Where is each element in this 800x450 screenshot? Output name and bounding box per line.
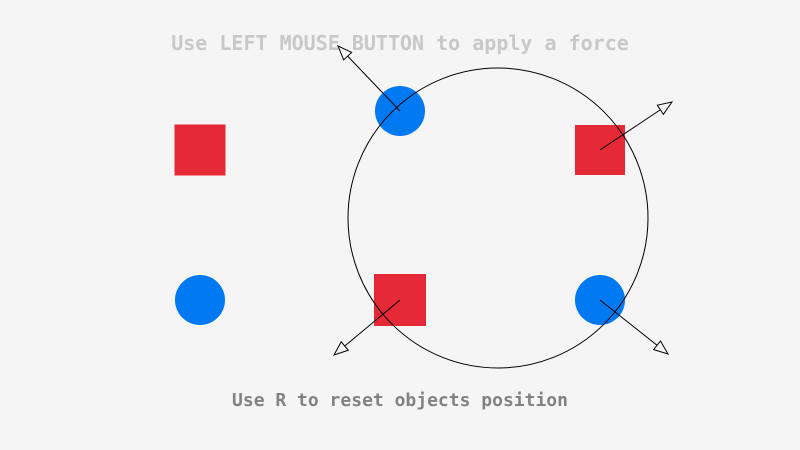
force-arrow-bottom-right-circle <box>599 299 658 346</box>
force-arrow-top-right-square-head <box>656 101 674 116</box>
red-square-top-left[interactable] <box>174 124 226 176</box>
instruction-apply-force: Use LEFT MOUSE BUTTON to apply a force <box>171 31 629 55</box>
instruction-reset: Use R to reset objects position <box>232 390 568 411</box>
force-arrow-bottom-middle-square-head <box>332 340 350 356</box>
blue-circle-bottom-left[interactable] <box>175 275 225 325</box>
force-arrow-bottom-right-circle-head <box>652 340 670 355</box>
force-arrow-top-circle <box>347 55 401 112</box>
force-arrow-top-right-square <box>599 109 661 151</box>
force-arrow-top-circle-head <box>337 45 353 61</box>
force-arrow-bottom-middle-square <box>344 299 401 347</box>
boundary-circle <box>347 67 649 369</box>
